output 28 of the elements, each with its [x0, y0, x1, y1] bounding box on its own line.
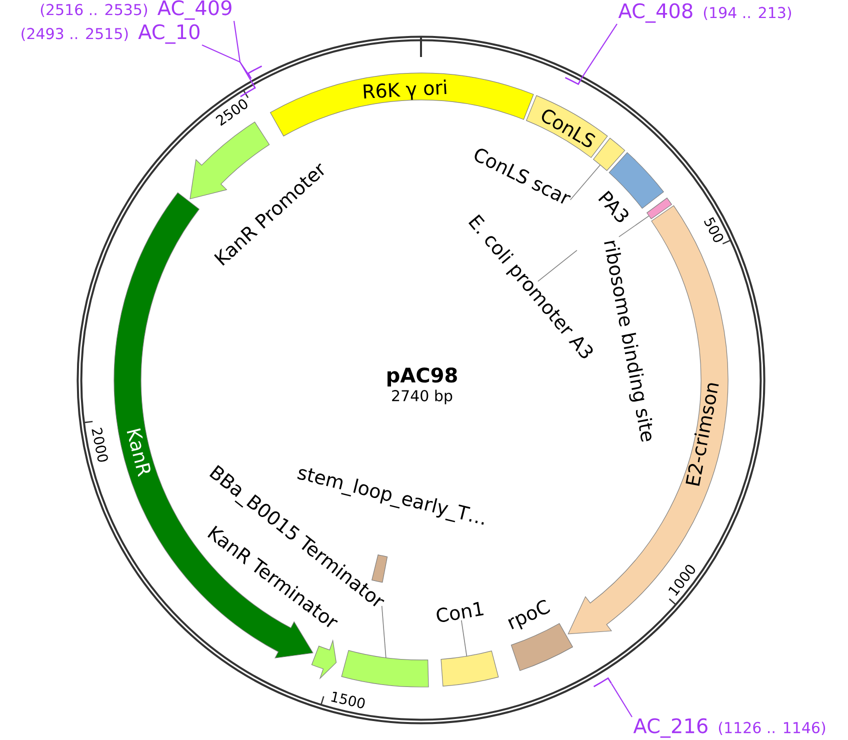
leader-line: [233, 20, 252, 79]
feature-label: rpoC: [508, 600, 550, 630]
feature-label: Con1: [436, 602, 484, 622]
leader-line: [381, 606, 386, 658]
primer-mark: [593, 678, 612, 688]
primer-mark: [240, 82, 256, 98]
primer-label: (2493 .. 2515) AC_10: [22, 24, 200, 44]
plasmid-size: 2740 bp: [392, 390, 452, 404]
leader-line: [570, 164, 600, 200]
tick-label: 500: [704, 217, 724, 242]
feature-arc: R6K γ ori: [270, 72, 534, 136]
leader-line: [610, 683, 632, 718]
primer-label: (2516 .. 2535) AC_409: [40, 0, 232, 20]
feature-arc: [341, 650, 429, 688]
leader-line: [580, 24, 618, 79]
tick-label: 1500: [331, 692, 365, 708]
primer-mark: [248, 65, 262, 79]
leader-line: [461, 620, 468, 656]
leader-line: [618, 216, 650, 238]
feature-arc: [440, 650, 499, 687]
primer-label: AC_408 (194 .. 213): [618, 3, 791, 23]
primer-mark: [564, 77, 582, 85]
primer-label: AC_216 (1126 .. 1146): [633, 718, 826, 738]
feature-label: ribosome binding site: [604, 240, 652, 442]
feature-arc: [646, 198, 672, 220]
plasmid-name: pAC98: [388, 368, 457, 386]
leader-line: [538, 250, 578, 282]
leader-line: [202, 44, 252, 83]
